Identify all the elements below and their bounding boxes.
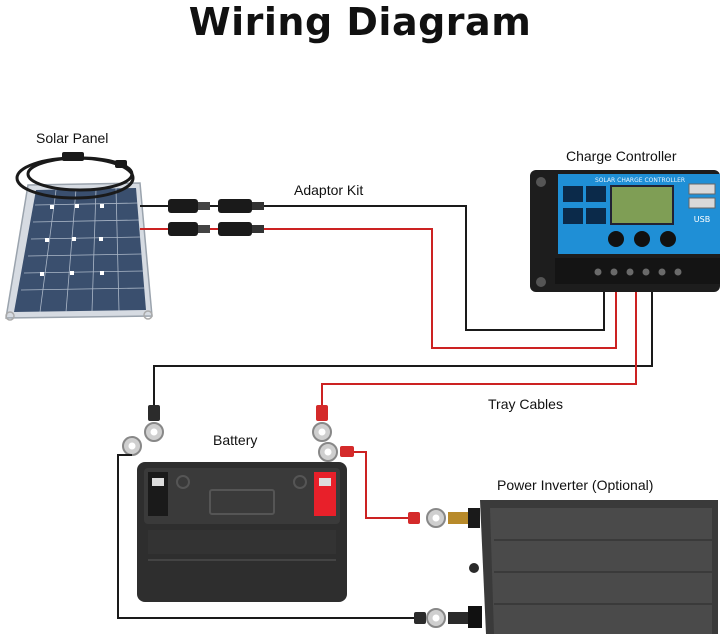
positive-connector-pair [168, 222, 264, 236]
label-solar-panel: Solar Panel [36, 130, 109, 146]
page-title: Wiring Diagram [188, 0, 532, 44]
label-tray-cables: Tray Cables [488, 396, 563, 412]
label-power-inverter: Power Inverter (Optional) [497, 477, 654, 493]
adaptor-wires [140, 205, 617, 349]
label-battery: Battery [213, 432, 258, 448]
controller-lcd-screen [610, 185, 674, 225]
power-inverter [408, 500, 718, 634]
usb-port-icon [688, 183, 716, 195]
controller-terminals [594, 268, 682, 276]
controller-header-text: SOLAR CHARGE CONTROLLER [595, 177, 685, 184]
inverter-wires [117, 451, 414, 619]
solar-panel [5, 152, 153, 321]
inverter-negative-terminal [414, 606, 482, 628]
adaptor-kit-connectors [168, 199, 264, 236]
usb-label: USB [694, 215, 710, 224]
label-adaptor-kit: Adaptor Kit [294, 182, 364, 198]
battery [137, 462, 347, 602]
ring-terminals-battery-top [144, 405, 332, 442]
label-charge-controller: Charge Controller [566, 148, 677, 164]
inverter-positive-terminal [408, 508, 480, 528]
negative-connector-pair [168, 199, 264, 213]
charge-controller: SOLAR CHARGE CONTROLLER USB [530, 170, 720, 292]
tray-cables [153, 292, 653, 408]
usb-port-icon [688, 197, 716, 209]
